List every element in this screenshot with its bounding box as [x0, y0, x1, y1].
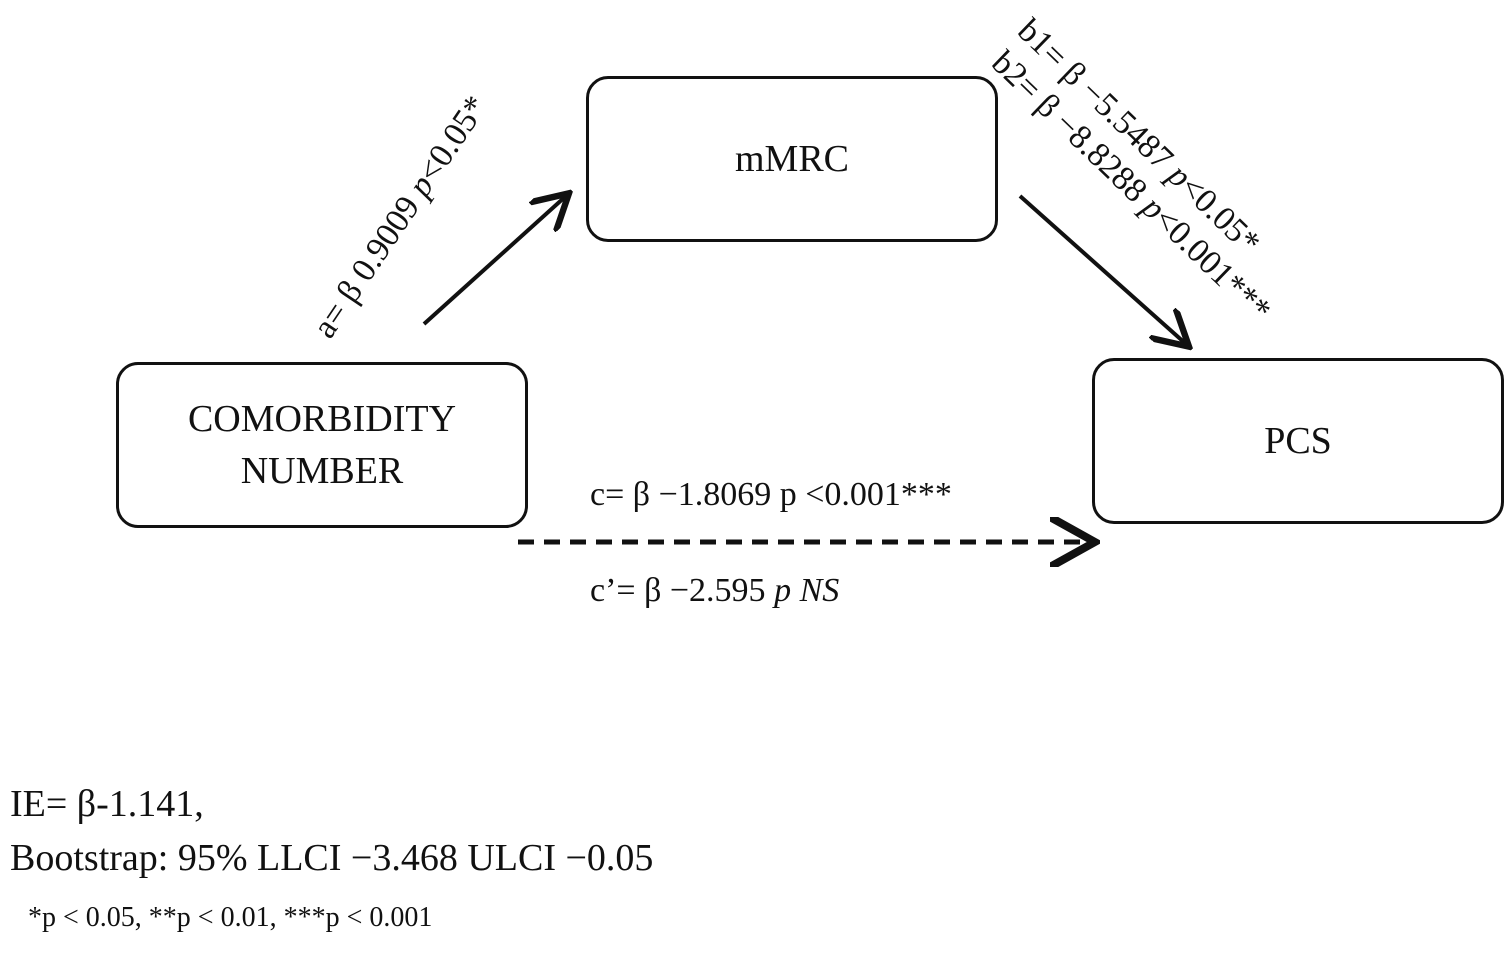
path-c-label: c= β −1.8069 p <0.001*** — [590, 476, 952, 513]
outcome-label: PCS — [1264, 420, 1332, 462]
path-c-prime-sig: p NS — [774, 572, 840, 609]
bootstrap-note: Bootstrap: 95% LLCI −3.468 ULCI −0.05 — [10, 837, 654, 879]
indirect-effect-note: IE= β-1.141, — [10, 783, 204, 825]
significance-legend: *p < 0.05, **p < 0.01, ***p < 0.001 — [28, 902, 433, 933]
outcome-box: PCS — [1092, 358, 1504, 524]
predictor-label-line2: NUMBER — [240, 450, 404, 492]
predictor-box: COMORBIDITY NUMBER — [116, 362, 528, 528]
mediator-box: mMRC — [586, 76, 998, 242]
predictor-label-line1: COMORBIDITY — [187, 398, 457, 440]
path-c-prime-label: c’= β −2.595 p NS — [590, 572, 839, 610]
arrow-a — [422, 196, 566, 326]
path-c-prime-coef: c’= β −2.595 — [590, 572, 775, 609]
mediator-label: mMRC — [734, 138, 850, 180]
arrow-b — [1018, 194, 1186, 344]
